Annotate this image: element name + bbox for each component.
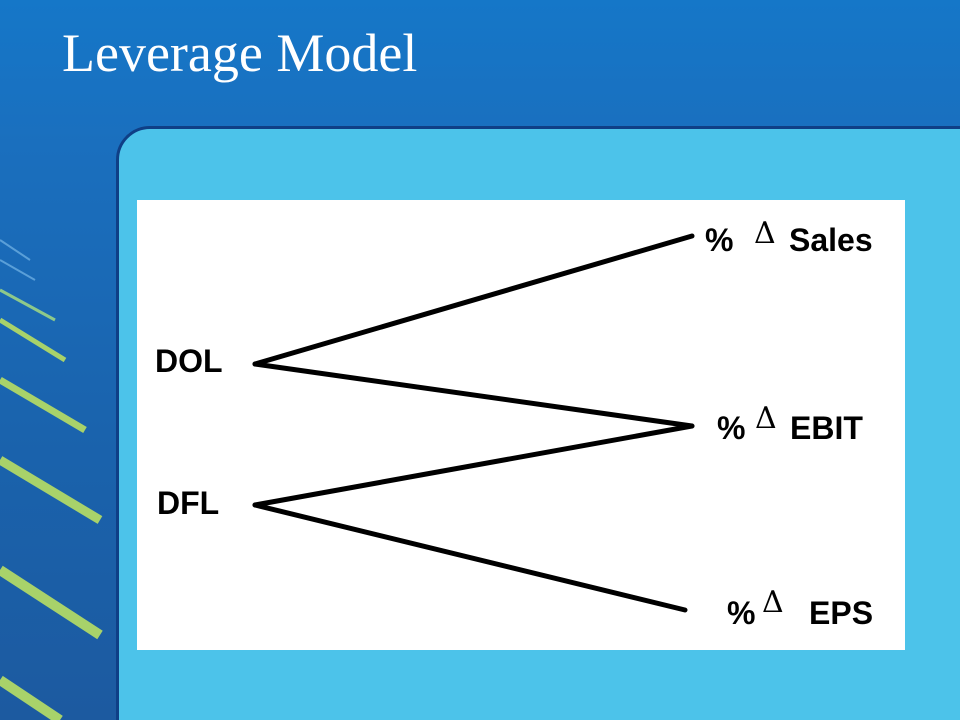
decorative-stripes <box>0 239 103 720</box>
eps-percent: % <box>727 595 756 631</box>
stripe-8 <box>0 675 63 720</box>
delta-icon: Δ <box>754 216 776 251</box>
ebit-percent: % <box>717 410 746 446</box>
delta-icon: Δ <box>762 585 784 620</box>
eps-label: EPS <box>809 595 874 631</box>
sales-label: Sales <box>789 222 873 258</box>
delta-icon: Δ <box>755 401 777 436</box>
stripe-4 <box>0 317 67 363</box>
stripe-3 <box>0 288 56 322</box>
edge-dol-ebit <box>252 361 695 429</box>
ebit-label: EBIT <box>790 410 863 446</box>
stripe-6 <box>0 456 103 524</box>
edge-dol-sales <box>252 233 695 367</box>
stripe-5 <box>0 376 87 434</box>
edge-dfl-ebit <box>252 423 695 508</box>
stripe-1 <box>0 239 31 261</box>
edge-dfl-eps <box>252 502 688 613</box>
stripe-7 <box>0 565 103 640</box>
dfl-label: DFL <box>157 485 220 521</box>
sales-percent: % <box>705 222 734 258</box>
dol-label: DOL <box>155 343 223 379</box>
slide-title: Leverage Model <box>62 23 418 83</box>
leverage-diagram: DOL DFL % Δ Sales % Δ EBIT % Δ EPS <box>137 200 905 650</box>
connector-lines <box>252 233 695 613</box>
stripe-2 <box>0 259 36 281</box>
